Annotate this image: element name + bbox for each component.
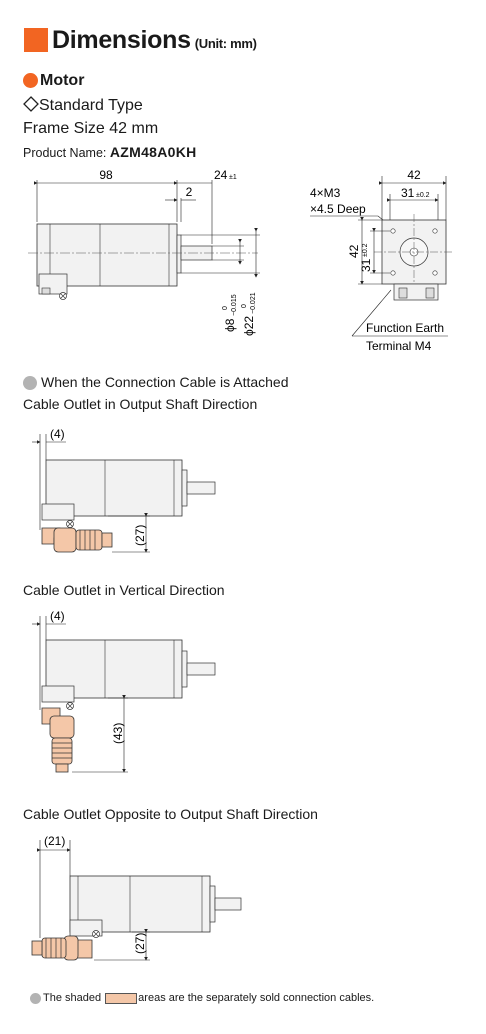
dim-hole-pitch-tol: ±0.2 [416, 192, 430, 199]
product-name-value: AZM48A0KH [109, 144, 197, 160]
diamond-icon [23, 96, 39, 112]
opposite-offset: (21) [44, 834, 65, 848]
dim-d8-tol-bottom: −0.015 [231, 294, 238, 316]
vertical-height: (43) [111, 723, 125, 744]
cable-swatch [105, 992, 138, 1004]
motor-label: Motor [40, 72, 85, 89]
dim-d22-tol-top: 0 [241, 304, 248, 308]
vertical-offset: (4) [50, 609, 65, 623]
dim-height: 42 [347, 244, 361, 258]
type-heading: Standard Type [23, 96, 143, 115]
opposite-height: (27) [133, 933, 147, 954]
earth-label-1: Function Earth [366, 321, 444, 335]
dim-length: 98 [99, 168, 113, 182]
depth-label: ×4.5 Deep [310, 202, 366, 216]
dim-v-pitch: 31 [359, 258, 373, 272]
orange-dot-icon [23, 73, 38, 89]
dim-d8-tol-top: 0 [222, 306, 229, 310]
frame-size: Frame Size 42 mm [23, 120, 159, 137]
page-title: Dimensions(Unit: mm) [52, 26, 257, 55]
cable-opposite-figure: (21) (27) [31, 834, 242, 961]
screw-label: 4×M3 [310, 186, 341, 200]
cable-shaft-dir-figure: (4) (27) [32, 427, 216, 553]
gray-dot-icon [23, 376, 37, 391]
dim-shaft-tol: ±1 [229, 174, 237, 181]
dim-v-pitch-tol: ±0.2 [362, 243, 369, 257]
title-text: Dimensions [52, 26, 191, 54]
footnote: The shaded areas are the separately sold… [30, 992, 374, 1004]
type-label: Standard Type [39, 97, 143, 114]
motor-side-view: 98 2 24 ±1 ϕ8 0 −0.015 ϕ22 0 −0.021 [28, 168, 260, 336]
product-name: Product Name: AZM48A0KH [23, 144, 197, 160]
earth-label-2: Terminal M4 [366, 339, 432, 353]
product-name-label: Product Name: [23, 146, 110, 160]
cable-section-heading: When the Connection Cable is Attached [23, 374, 289, 391]
dim-d22-tol-bottom: −0.021 [250, 292, 257, 314]
gray-dot-icon [30, 992, 41, 1004]
dim-d22: ϕ22 [242, 316, 256, 336]
unit-label: (Unit: mm) [194, 36, 257, 51]
dim-step: 2 [186, 185, 193, 199]
shaft-dir-height: (27) [133, 525, 147, 546]
section-marker [24, 28, 48, 52]
motor-front-view: 42 31 ±0.2 4×M3 ×4.5 Deep 42 31 ±0.2 Fun… [310, 168, 454, 353]
shaft-dir-title: Cable Outlet in Output Shaft Direction [23, 396, 258, 412]
cable-vertical-figure: (4) (43) [32, 609, 216, 773]
footnote-before: The shaded [43, 992, 102, 1004]
footnote-after: areas are the separately sold connection… [138, 992, 375, 1004]
opposite-title: Cable Outlet Opposite to Output Shaft Di… [23, 806, 318, 822]
dim-shaft: 24 [214, 168, 228, 182]
motor-heading: Motor [23, 72, 84, 90]
vertical-title: Cable Outlet in Vertical Direction [23, 582, 225, 598]
cable-section-title: When the Connection Cable is Attached [41, 374, 289, 390]
dim-hole-pitch: 31 [401, 186, 415, 200]
dim-width: 42 [407, 168, 421, 182]
shaft-dir-offset: (4) [50, 427, 65, 441]
dim-d8: ϕ8 [223, 318, 237, 332]
